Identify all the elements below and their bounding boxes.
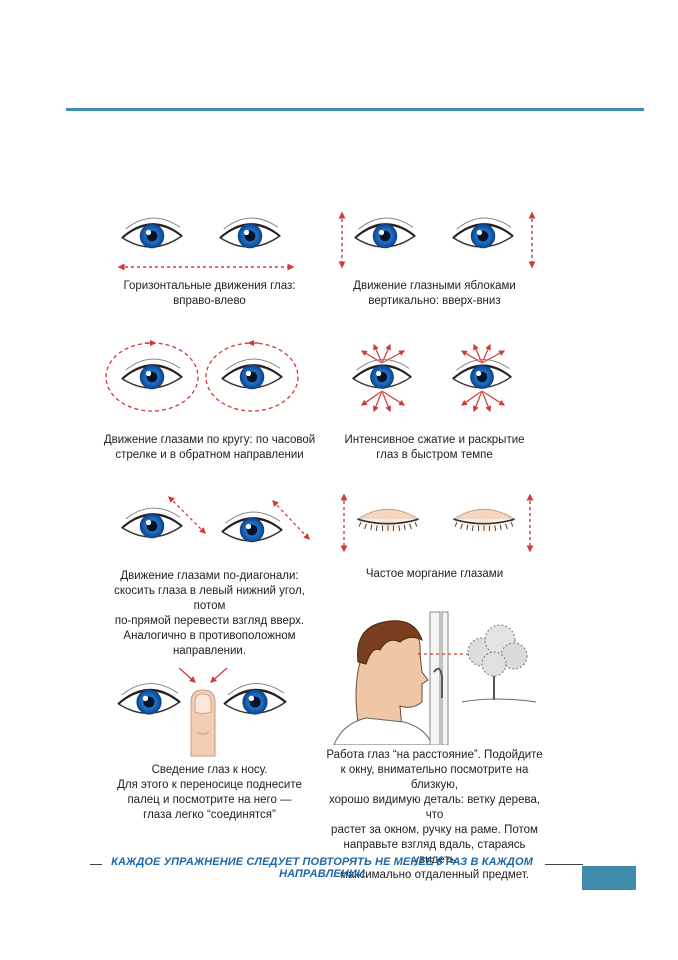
diagonal-eyes-illustration (117, 496, 310, 551)
eye-icon (219, 681, 291, 723)
circular-eyes-illustration (105, 339, 299, 412)
exercise-squeeze: Интенсивное сжатие и раскрытие глаз в бы… (322, 335, 547, 475)
tree-icon (461, 624, 537, 703)
exercise-circular: Движение глазами по кругу: по часовой ст… (97, 335, 322, 475)
exercise-distance: Работа глаз “на расстояние”. Подойдите к… (322, 610, 547, 881)
man-head-icon (333, 620, 433, 745)
squeeze-eyes-illustration (348, 343, 516, 413)
exercise-caption: Движение глазными яблоками вертикально: … (353, 280, 516, 307)
exercise-horizontal: Горизонтальные движения глаз: вправо-вле… (97, 195, 322, 325)
diagonal-arrow-icon (168, 496, 206, 534)
exercise-caption: Работа глаз “на расстояние”. Подойдите к… (326, 749, 543, 881)
horizontal-eyes-illustration (117, 215, 295, 271)
exercise-caption: Горизонтальные движения глаз: вправо-вле… (123, 280, 296, 307)
top-rule (66, 108, 644, 111)
exercise-caption: Сведение глаз к носу. Для этого к перено… (117, 764, 302, 821)
blinking-eyes-illustration (340, 493, 534, 553)
eye-icon (117, 505, 187, 547)
eye-icon (348, 357, 416, 397)
eye-icon (215, 215, 285, 257)
eye-icon (350, 215, 420, 257)
window-frame-icon (429, 611, 449, 745)
converge-eyes-illustration (113, 667, 291, 757)
footer-rule-left (90, 864, 102, 865)
distance-illustration (333, 611, 537, 745)
eye-exercises-infographic: Горизонтальные движения глаз: вправо-вле… (97, 195, 547, 881)
vertical-eyes-illustration (338, 211, 536, 269)
exercise-blinking: Частое моргание глазами (322, 485, 547, 605)
diagonal-arrow-icon (272, 500, 310, 540)
eye-icon (217, 356, 287, 398)
arrow-icon (178, 667, 196, 683)
eye-icon (448, 357, 516, 397)
exercise-caption: Движение глазами по-диагонали: скосить г… (114, 570, 305, 657)
window-handle-icon (433, 667, 443, 698)
page-number-box (582, 866, 636, 890)
eye-icon (117, 356, 187, 398)
arrow-icon (210, 667, 228, 683)
eye-icon (117, 215, 187, 257)
exercise-diagonal: Движение глазами по-диагонали: скосить г… (97, 485, 322, 657)
exercise-caption: Частое моргание глазами (365, 568, 504, 580)
closed-eye-icon (448, 500, 520, 542)
eye-icon (217, 509, 287, 551)
exercise-vertical: Движение глазными яблоками вертикально: … (322, 195, 547, 325)
exercise-converge: Сведение глаз к носу. Для этого к перено… (97, 660, 322, 825)
exercise-caption: Движение глазами по кругу: по часовой ст… (103, 434, 316, 461)
closed-eye-icon (352, 500, 424, 542)
finger-icon (190, 689, 216, 757)
footer-rule-right (545, 864, 583, 865)
eye-icon (448, 215, 518, 257)
eye-icon (113, 681, 185, 723)
exercise-caption: Интенсивное сжатие и раскрытие глаз в бы… (344, 434, 525, 461)
repetition-note: КАЖДОЕ УПРАЖНЕНИЕ СЛЕДУЕТ ПОВТОРЯТЬ НЕ М… (111, 856, 533, 880)
